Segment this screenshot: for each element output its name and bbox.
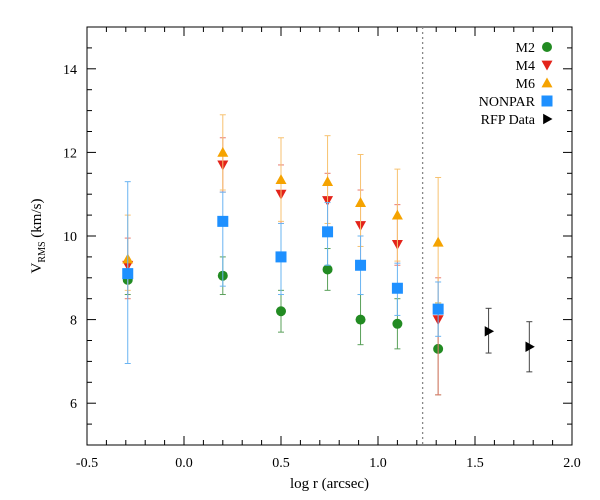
x-tick-label: 0.5 [272,456,290,471]
data-point [276,306,286,317]
data-point [484,326,495,337]
legend-label: M4 [516,59,535,74]
y-tick-label: 12 [63,146,77,161]
legend-label: RFP Data [481,113,536,128]
legend-label: NONPAR [479,95,536,110]
y-tick-label: 10 [63,230,77,245]
x-tick-label: 1.0 [369,456,387,471]
y-axis-title-subscript: RMS [37,241,48,262]
y-axis-title: VRMS (km/s) [29,199,48,274]
series-m2 [122,248,444,396]
x-axis-title: log r (arcsec) [290,476,369,492]
legend-marker [541,77,553,88]
y-axis-title-main: V [29,262,45,273]
data-point [322,226,334,238]
data-point [275,251,287,263]
y-tick-label: 6 [70,397,77,412]
data-point [217,146,229,157]
y-tick-label: 14 [63,63,77,78]
data-point [122,268,134,280]
legend-label: M6 [516,77,535,92]
x-tick-label: 2.0 [563,456,581,471]
data-series [122,114,535,396]
x-tick-label: 0.0 [175,456,193,471]
series-rfp-data [484,307,535,373]
data-point [432,236,444,247]
axis-ticks [86,26,573,446]
series-nonpar [122,181,444,364]
series-m4 [122,137,444,396]
data-point [391,282,403,294]
data-point [217,215,229,227]
legend-marker [542,42,552,52]
data-point [525,341,535,352]
legend-marker [541,95,553,107]
x-tick-label: -0.5 [76,456,98,471]
y-tick-label: 8 [70,314,77,329]
data-point [275,174,287,184]
data-point [432,303,444,315]
x-tick-label: 1.5 [466,456,484,471]
legend-marker [543,113,553,125]
axis-tick-labels: -0.5 0.0 0.5 1.0 1.5 2.0 6 8 10 12 14 [63,63,581,471]
data-point [391,209,403,220]
y-axis-title-rest: (km/s) [29,199,45,242]
legend-marker [541,60,553,71]
data-point [355,259,367,271]
data-point [322,264,333,275]
data-point [392,318,403,329]
legend-label: M2 [516,41,535,56]
data-point [322,176,334,187]
series-m6 [122,114,444,304]
data-point [355,314,366,325]
data-point [355,197,367,207]
